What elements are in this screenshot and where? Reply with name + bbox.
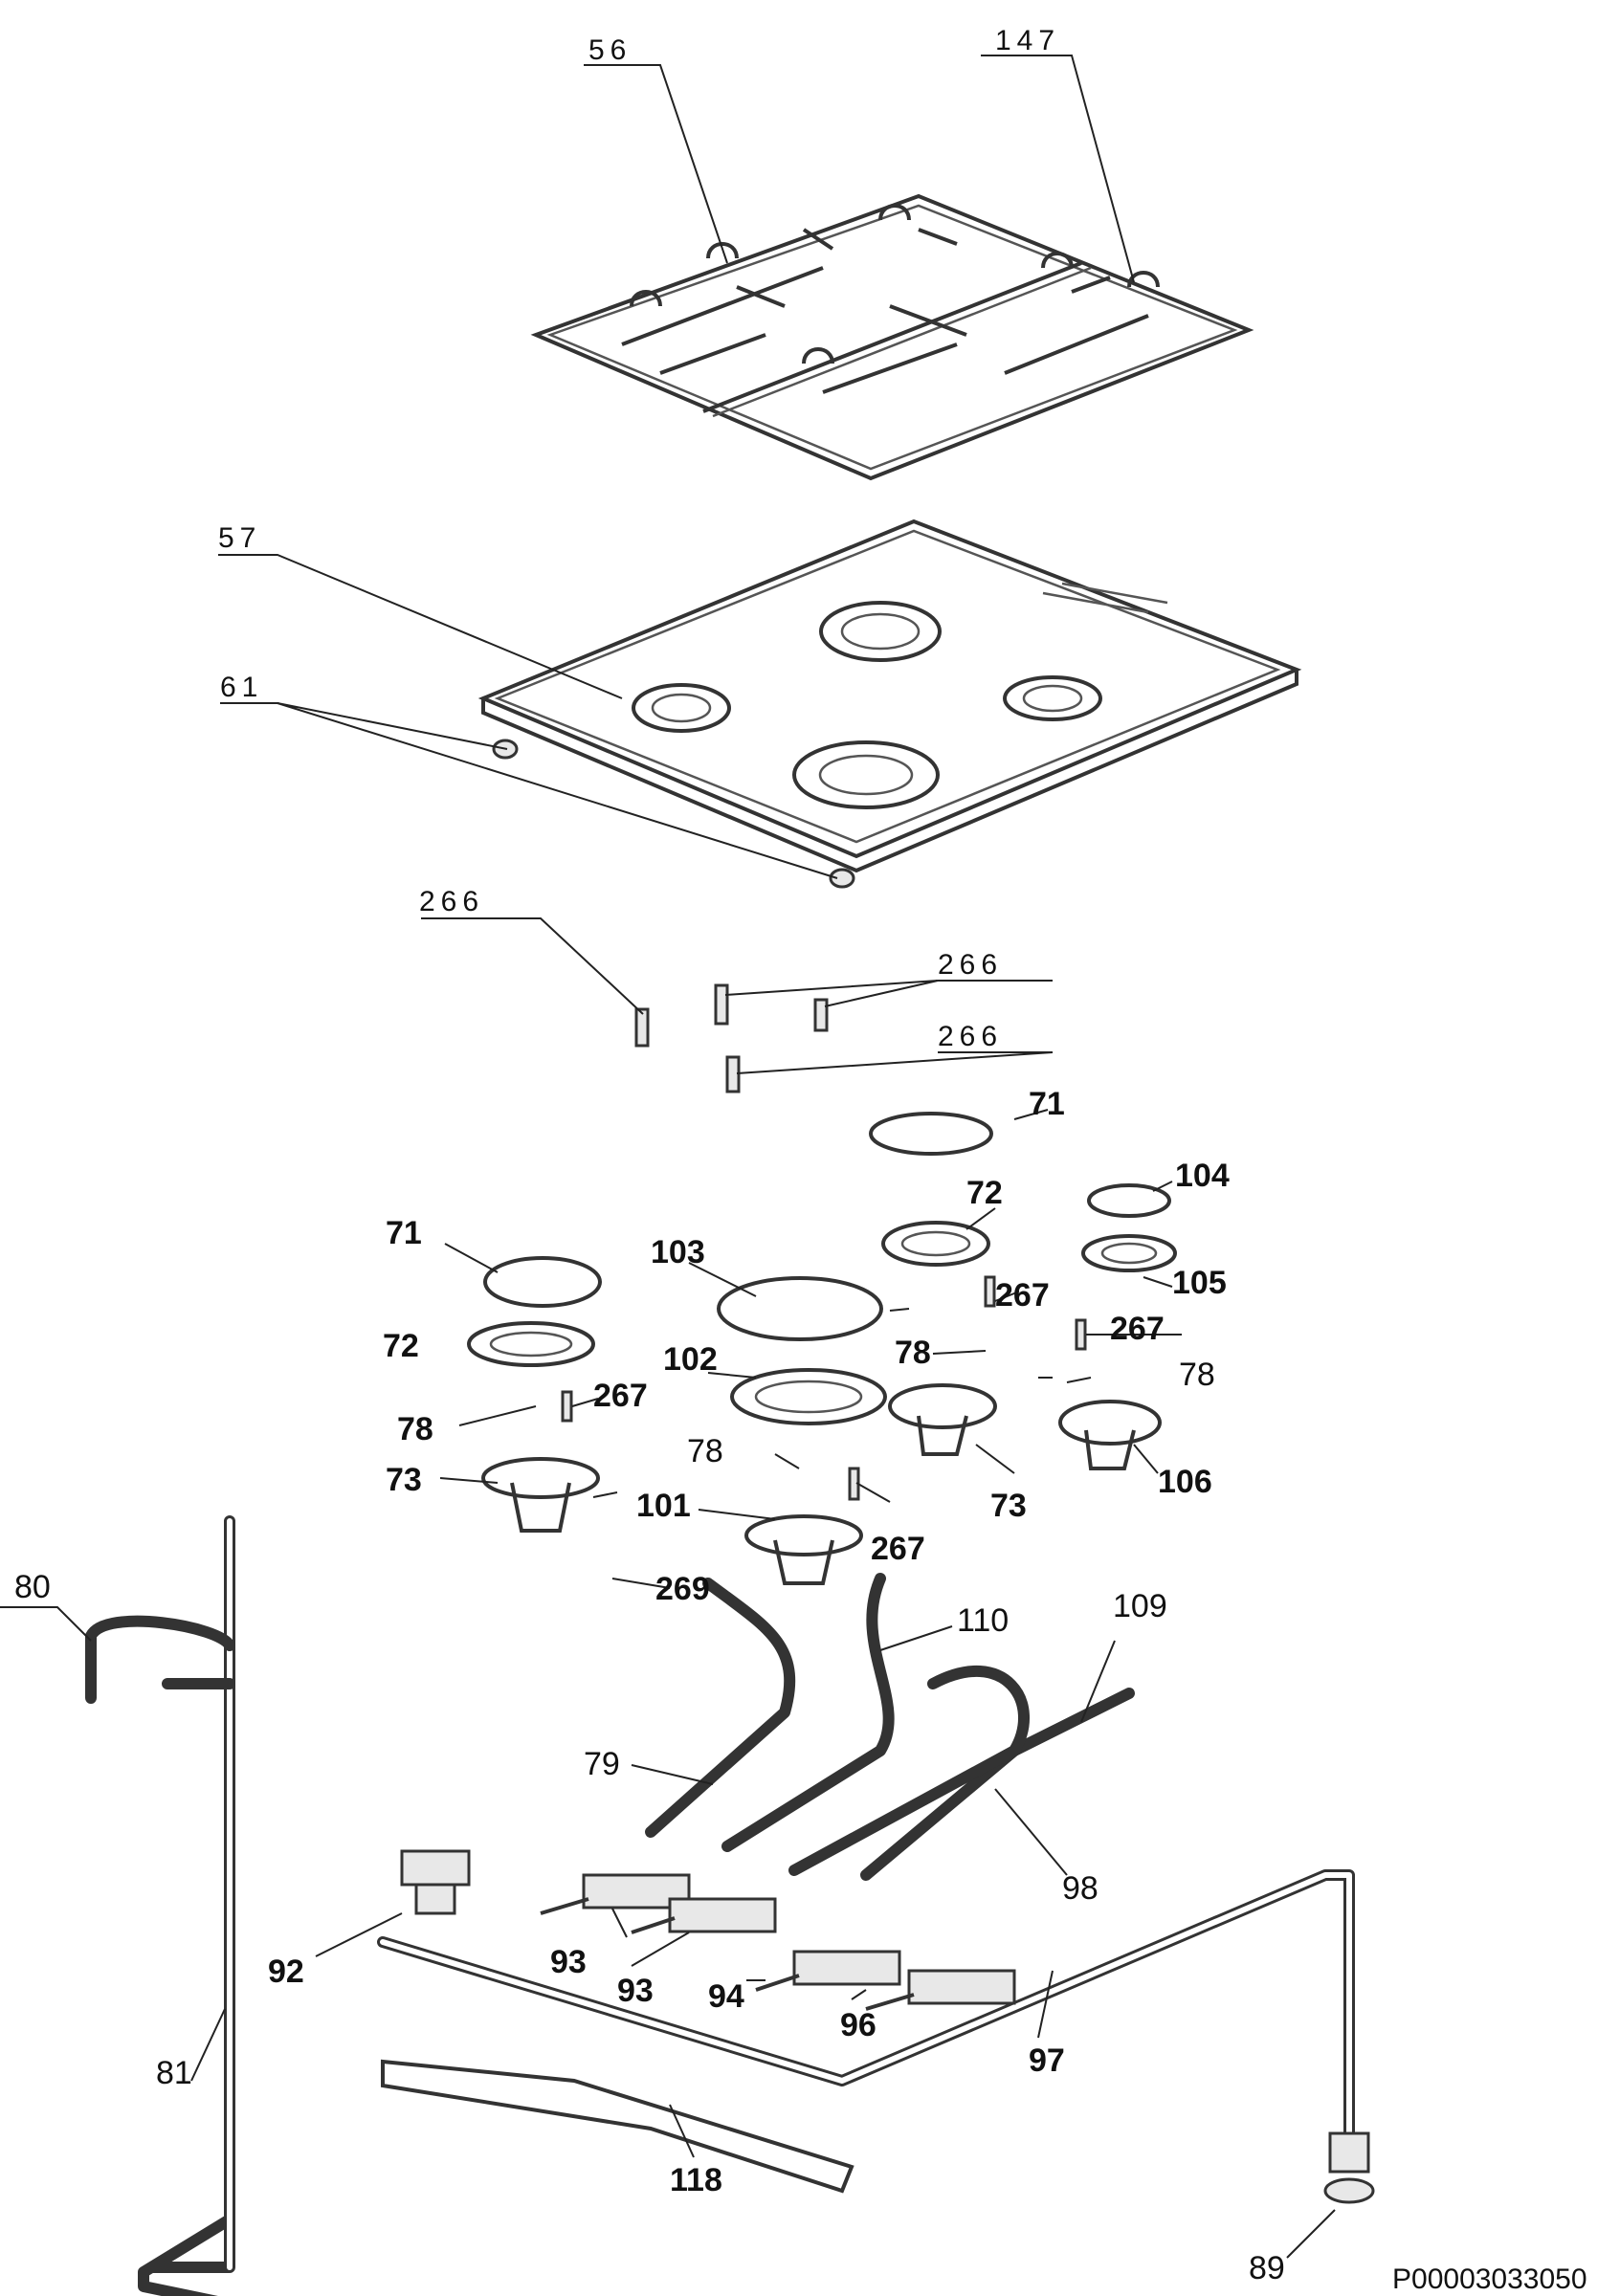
label-72a: 72	[966, 1175, 1003, 1211]
leader-lines	[0, 55, 1336, 2259]
label-78b: 78	[1179, 1357, 1215, 1393]
hob-top-part	[477, 519, 1302, 889]
label-267a: 267	[995, 1277, 1050, 1314]
label-267b: 267	[1110, 1311, 1165, 1347]
label-103: 103	[651, 1234, 705, 1270]
label-94: 94	[708, 1978, 744, 2015]
pan-support-part	[530, 193, 1254, 481]
label-73b: 73	[990, 1488, 1027, 1524]
label-56: 56	[588, 34, 632, 66]
label-269: 269	[655, 1571, 710, 1607]
label-78a: 78	[895, 1335, 931, 1371]
label-102: 102	[663, 1341, 718, 1378]
label-89: 89	[1249, 2250, 1285, 2286]
label-97: 97	[1029, 2042, 1065, 2079]
label-118: 118	[670, 2162, 722, 2198]
label-267d: 267	[871, 1531, 925, 1567]
valves-part	[400, 1849, 1016, 2011]
label-266b: 266	[938, 949, 1003, 981]
document-code: P00003033050	[1392, 2263, 1587, 2295]
label-93b: 93	[617, 1973, 654, 2009]
label-93a: 93	[550, 1944, 587, 1980]
burners-part	[467, 1112, 1177, 1585]
label-78c: 78	[397, 1411, 433, 1447]
label-71a: 71	[1029, 1086, 1065, 1122]
label-96: 96	[840, 2007, 877, 2043]
label-267c: 267	[593, 1378, 648, 1414]
label-104: 104	[1175, 1158, 1230, 1194]
label-266a: 266	[419, 886, 484, 917]
label-101: 101	[636, 1488, 691, 1524]
label-147: 147	[995, 25, 1060, 56]
label-78d: 78	[687, 1433, 723, 1469]
label-105: 105	[1172, 1265, 1227, 1301]
label-109: 109	[1113, 1588, 1167, 1624]
label-72b: 72	[383, 1328, 419, 1364]
label-79: 79	[584, 1746, 620, 1782]
label-80: 80	[14, 1569, 51, 1605]
pipes-part	[85, 1515, 1375, 2296]
label-73a: 73	[386, 1462, 422, 1498]
label-71b: 71	[386, 1215, 422, 1251]
label-61: 61	[220, 672, 263, 703]
label-266c: 266	[938, 1021, 1003, 1052]
label-106: 106	[1158, 1464, 1212, 1500]
callout-labels: 56 147 57 61 266 266 266 71 104 72 71 10…	[14, 25, 1587, 2295]
injectors-part	[634, 983, 829, 1093]
label-81: 81	[156, 2055, 192, 2091]
label-98: 98	[1062, 1870, 1098, 1907]
label-110: 110	[957, 1602, 1009, 1639]
label-57: 57	[218, 522, 261, 554]
label-92: 92	[268, 1954, 304, 1990]
